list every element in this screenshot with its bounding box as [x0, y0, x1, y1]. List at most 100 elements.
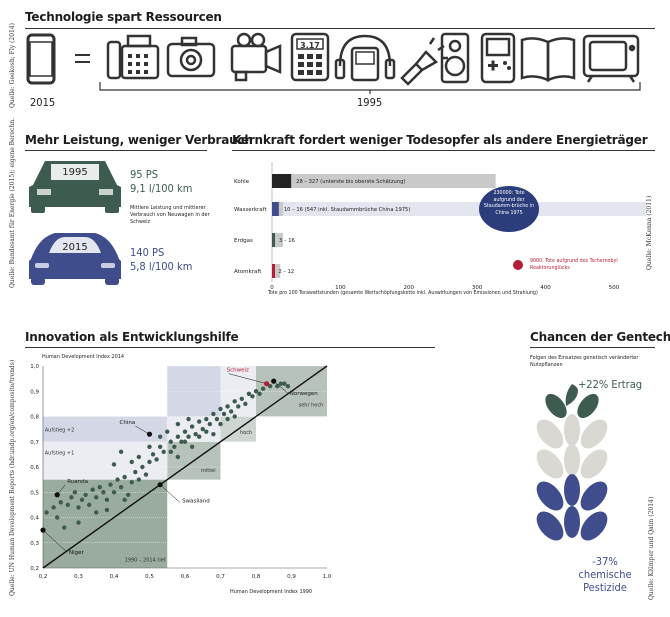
- bar-range-high: [272, 174, 496, 188]
- scatter-point: [200, 426, 205, 432]
- highlight-label: Schweiz: [227, 368, 249, 374]
- highlight-point: [40, 527, 46, 533]
- technology-title: Technologie spart Ressourcen: [25, 10, 222, 24]
- scatter-point: [282, 381, 287, 386]
- bar-xtick: 400: [540, 285, 551, 291]
- scatter-point: [175, 434, 181, 439]
- scatter-point: [147, 459, 152, 465]
- gene-subtitle: Folgen des Einsatzes genetisch verändert…: [530, 355, 639, 368]
- scatter-point: [204, 416, 209, 422]
- bar-range-low: [272, 233, 275, 247]
- scatter-ytick: 0,3: [30, 541, 39, 547]
- bar-value-label: 28 – 327 (unterste bis oberste Schätzung…: [296, 179, 405, 185]
- book-icon: [520, 37, 576, 82]
- scatter-point: [186, 416, 191, 422]
- nuclear-rule: [232, 150, 655, 151]
- scatter-point: [211, 411, 216, 417]
- scatter-point: [111, 490, 117, 495]
- innovation-source: Quelle: UN Human Development Reports (hd…: [9, 359, 16, 596]
- scatter-point: [90, 487, 95, 492]
- video-camera-icon: [230, 32, 282, 82]
- scatter-point: [197, 419, 202, 424]
- scatter-point: [285, 384, 291, 389]
- smartphone-icon: [26, 33, 56, 85]
- scatter-point: [136, 477, 142, 482]
- scatter-point: [115, 477, 120, 482]
- scatter-point: [257, 391, 262, 396]
- car-2015-year: 2015: [62, 242, 87, 253]
- headphones-player-icon: [334, 34, 396, 82]
- highlight-label: Ruanda: [67, 479, 88, 485]
- highlight-point: [264, 381, 270, 387]
- scatter-point: [86, 502, 92, 508]
- highlight-label: Niger: [69, 550, 85, 556]
- scatter-point: [118, 449, 124, 455]
- scatter-point: [122, 497, 127, 503]
- scatter-point: [150, 452, 156, 457]
- car-2015: [29, 233, 121, 285]
- nuclear-title: Kernkraft fordert weniger Todesopfer als…: [232, 133, 648, 147]
- highlight-leader: [228, 373, 267, 384]
- scatter-point: [147, 444, 152, 449]
- gameboy-icon: [480, 32, 516, 84]
- scatter-point: [143, 472, 149, 477]
- highlight-leader: [273, 380, 288, 394]
- wheat-grain-bottom: [536, 474, 608, 541]
- scatter-point: [168, 439, 173, 444]
- scatter-point: [94, 510, 99, 515]
- scatter-point: [58, 500, 63, 505]
- camera-icon: [166, 36, 216, 78]
- highlight-leader: [159, 484, 181, 503]
- scatter-point: [218, 421, 223, 427]
- bar-value-label: 3 – 16: [279, 238, 295, 244]
- scatter-zone-label: Aufstieg +1: [45, 450, 75, 456]
- scatter-zone: [167, 416, 221, 442]
- scatter-point: [186, 434, 191, 439]
- scatter-point: [122, 474, 127, 480]
- highlight-point: [271, 378, 277, 384]
- scatter-point: [165, 429, 170, 434]
- car-1995-year: 1995: [62, 167, 87, 178]
- scatter-xtick: 0,2: [39, 574, 48, 580]
- scatter-point: [253, 389, 259, 394]
- scatter-point: [246, 391, 252, 396]
- scatter-point: [225, 404, 230, 409]
- scatter-point: [260, 386, 266, 391]
- scatter-zone-label: sehr hoch: [299, 402, 324, 408]
- scatter-xtick: 0,7: [216, 574, 225, 580]
- scatter-point: [129, 459, 134, 465]
- scatter-point: [108, 482, 113, 487]
- scatter-point: [72, 490, 78, 495]
- scatter-point: [232, 399, 237, 404]
- scatter-point: [129, 479, 134, 485]
- scatter-zone: [43, 416, 168, 442]
- year-2015-label: 2015: [30, 96, 56, 109]
- bar-range-low: [272, 174, 292, 188]
- title-rule: [25, 28, 655, 29]
- car-2015-power: 140 PS: [130, 246, 165, 259]
- scatter-point: [204, 429, 209, 434]
- scatter-point: [79, 497, 85, 503]
- scatter-point: [236, 404, 241, 409]
- bar-category-label: Erdgas: [234, 238, 253, 244]
- wheat-grain-top: [545, 384, 599, 419]
- fax-phone-icon: [106, 34, 160, 80]
- scatter-point: [44, 510, 49, 515]
- scatter-ytick: 1,0: [30, 364, 39, 370]
- gene-title: Chancen der Gentechnik: [530, 330, 670, 344]
- cars-illustration: 1995 2015: [29, 161, 121, 285]
- scatter-xtick: 1,0: [323, 574, 332, 580]
- scatter-point: [172, 444, 177, 449]
- bar-category-label: Kohle: [234, 179, 250, 185]
- scatter-point: [97, 485, 103, 490]
- wheat-grain-middle: [536, 414, 608, 479]
- innovation-title: Innovation als Entwicklungshilfe: [25, 330, 239, 344]
- scatter-ylabel: Human Development Index 2014: [42, 354, 125, 360]
- scatter-point: [179, 439, 184, 444]
- bar-category-label: Atomkraft: [234, 269, 262, 275]
- scatter-point: [232, 414, 237, 419]
- bar-range-low: [272, 264, 275, 278]
- scatter-point: [133, 469, 138, 475]
- scatter-ytick: 0,6: [30, 465, 39, 471]
